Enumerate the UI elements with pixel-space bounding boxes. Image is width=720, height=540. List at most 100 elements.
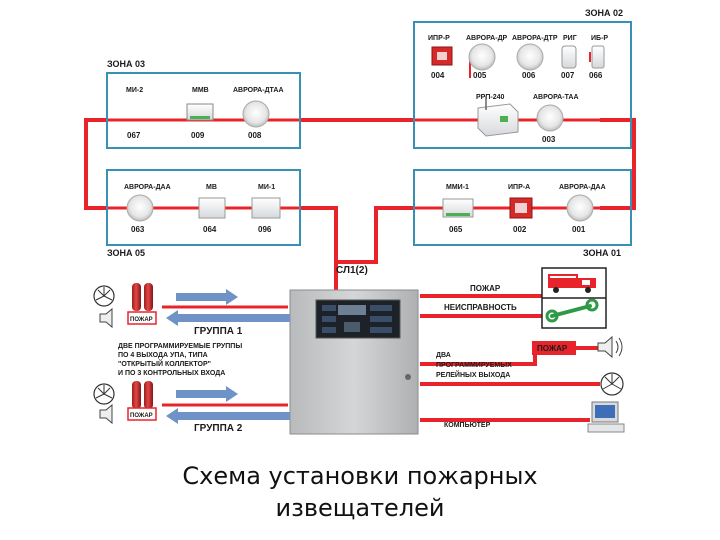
fire-sign-1-text: ПОЖАР xyxy=(130,317,153,323)
zone05-d2-name: МВ xyxy=(206,184,217,191)
zone03-d2-code: 009 xyxy=(191,131,205,140)
zone02-d4-code: 007 xyxy=(561,71,575,80)
arrow-out-group2 xyxy=(176,386,238,402)
leak-sensor-icon xyxy=(561,45,577,69)
smoke-detector-icon xyxy=(126,194,154,222)
fault-output-label: НЕИСПРАВНОСТЬ xyxy=(444,303,517,312)
zone01-d2-code: 002 xyxy=(513,225,527,234)
zone05-d1-name: АВРОРА-ДАА xyxy=(124,184,171,191)
zone02-d2-code: 005 xyxy=(473,71,487,80)
zone-02-devices: ИПР-Р 004 АВРОРА-ДР 005 АВРОРА-ДТР 006 Р… xyxy=(428,35,608,144)
module-icon xyxy=(251,197,281,219)
fan-icon xyxy=(600,372,624,396)
zone-05-box xyxy=(106,169,301,246)
fire-truck-icon xyxy=(548,274,596,293)
zone03-d3-name: АВРОРА-ДТАА xyxy=(233,87,284,94)
zone05-d3-code: 096 xyxy=(258,225,272,234)
gas-cylinder-icon xyxy=(132,381,141,409)
zone-03-devices: МИ-2 067 ММВ 009 АВРОРА-ДТАА 008 xyxy=(126,87,284,140)
zone02-d4-name: РИГ xyxy=(563,35,577,42)
zone02-d6-name: РРП-240 xyxy=(476,94,504,101)
note-line-3: "ОТКРЫТЫЙ КОЛЛЕКТОР" xyxy=(118,359,211,368)
siren-icon xyxy=(597,335,623,359)
relay-line-3: РЕЛЕЙНЫХ ВЫХОДА xyxy=(436,370,510,379)
zone01-d1-name: ММИ-1 xyxy=(446,184,469,191)
zone01-d2-name: ИПР-А xyxy=(508,184,530,191)
wrench-icon xyxy=(545,298,599,323)
zone02-d7-code: 003 xyxy=(542,135,556,144)
heat-detector-icon xyxy=(516,43,544,71)
arrow-in-group2 xyxy=(166,408,290,424)
smoke-detector-icon xyxy=(566,194,594,222)
zone-01-label: ЗОНА 01 xyxy=(583,248,621,258)
zone-01-box xyxy=(413,169,632,246)
zone05-d3-name: МИ-1 xyxy=(258,184,275,191)
caption-line-2: извещателей xyxy=(275,494,445,522)
arrow-out-group1 xyxy=(176,289,238,305)
zone-boxes xyxy=(106,21,632,246)
zone02-d3-name: АВРОРА-ДТР xyxy=(512,35,558,42)
fire-output-label: ПОЖАР xyxy=(470,284,501,293)
relay-line-1: ДВА xyxy=(436,352,451,359)
zone-02-label: ЗОНА 02 xyxy=(585,8,623,18)
zone03-d2-name: ММВ xyxy=(192,87,209,94)
zone-02-box xyxy=(413,21,632,149)
siren-icon xyxy=(99,403,113,425)
zone02-d5-code: 066 xyxy=(589,71,603,80)
fire-sign-2 xyxy=(127,407,157,421)
caption-line-1: Схема установки пожарных xyxy=(182,462,538,490)
radio-expander-icon xyxy=(477,103,519,137)
module-icon xyxy=(442,198,474,218)
zone02-d7-name: АВРОРА-ТАА xyxy=(533,94,579,101)
zone05-d1-code: 063 xyxy=(131,225,145,234)
zone-05-label: ЗОНА 05 xyxy=(107,248,145,258)
fire-sign-1 xyxy=(127,311,157,325)
zone02-d5-name: ИБ-Р xyxy=(591,35,608,42)
zone-01-devices: ММИ-1 065 ИПР-А 002 АВРОРА-ДАА 001 xyxy=(442,184,606,234)
relay-line-2: ПРОГРАММИРУЕМЫХ xyxy=(436,362,512,369)
module-icon xyxy=(198,197,226,219)
smoke-detector-icon xyxy=(468,43,496,71)
fire-sign-3-text: ПОЖАР xyxy=(537,344,568,353)
zone02-d1-name: ИПР-Р xyxy=(428,35,450,42)
gas-cylinder-icon xyxy=(144,283,153,311)
zone01-d3-code: 001 xyxy=(572,225,586,234)
group1-label: ГРУППА 1 xyxy=(194,326,243,337)
right-outputs: ПОЖАР НЕИСПРАВНОСТЬ ПОЖАР ДВА ПРОГРАММИР… xyxy=(436,267,625,433)
note-line-1: ДВЕ ПРОГРАММИРУЕМЫЕ ГРУППЫ xyxy=(118,343,242,350)
zone02-d2-name: АВРОРА-ДР xyxy=(466,35,508,42)
note-line-2: ПО 4 ВЫХОДА УПА, ТИПА xyxy=(118,352,208,359)
zone-05-devices: АВРОРА-ДАА 063 МВ 064 МИ-1 096 xyxy=(124,184,281,234)
fire-sign-3 xyxy=(532,341,576,355)
zone03-d3-code: 008 xyxy=(248,131,262,140)
zone05-d2-code: 064 xyxy=(203,225,217,234)
glass-break-sensor-icon xyxy=(591,45,605,69)
fan-icon xyxy=(93,285,115,307)
computer-label: КОМПЬЮТЕР xyxy=(444,422,491,429)
zone-03-box xyxy=(106,72,301,149)
arrow-in-group1 xyxy=(166,310,290,326)
group2-label: ГРУППА 2 xyxy=(194,423,243,434)
wire-zone03-left xyxy=(84,118,107,210)
left-outputs: ПОЖАР ГРУППА 1 ДВЕ ПРОГРАММИРУЕМЫЕ ГРУПП… xyxy=(93,283,290,434)
zone03-d1-code: 067 xyxy=(127,131,141,140)
control-panel xyxy=(289,289,419,435)
gas-cylinder-icon xyxy=(132,283,141,311)
smoke-detector-icon xyxy=(242,100,270,128)
combined-detector-icon xyxy=(536,104,564,132)
fire-sign-2-text: ПОЖАР xyxy=(130,413,153,419)
zone02-d1-code: 004 xyxy=(431,71,445,80)
note-line-4: И ПО 3 КОНТРОЛЬНЫХ ВХОДА xyxy=(118,370,225,377)
loop-label: СЛ1(2) xyxy=(336,265,368,276)
wire-zone05-right xyxy=(300,206,338,262)
wire-main-loop xyxy=(334,206,414,290)
siren-icon xyxy=(99,307,113,329)
gas-cylinder-icon xyxy=(144,381,153,409)
panel-key-lock-icon xyxy=(405,374,411,380)
wire-zone01-right xyxy=(600,118,636,210)
zone01-d3-name: АВРОРА-ДАА xyxy=(559,184,606,191)
zone03-d1-name: МИ-2 xyxy=(126,87,143,94)
zone01-d1-code: 065 xyxy=(449,225,463,234)
zone02-d3-code: 006 xyxy=(522,71,536,80)
